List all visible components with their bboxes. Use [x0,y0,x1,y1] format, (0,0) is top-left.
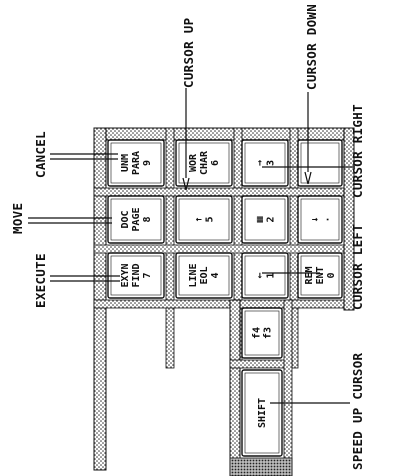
row-divider [94,188,352,196]
key-exyn-find-7-text-2: 7 [142,272,153,278]
lower-left-rail [230,300,240,476]
key-wor-char-6-text-1: CHAR [199,150,210,175]
key-f4-f3-text-1: f3 [263,327,274,339]
key-rem-ent-0-text-0: REM [304,266,315,284]
key-right-arrow-3[interactable]: →3 [242,140,288,186]
cursor-right-label: CURSOR RIGHT [350,104,365,198]
key-center-2[interactable]: ▦2 [242,196,288,243]
key-f4-f3-text-0: f4 [252,327,263,339]
key-doc-page-8-text-0: DOC [120,210,131,228]
key-line-eol-4-text-2: 4 [210,272,221,278]
bottom-edge [230,458,292,476]
key-up-arrow-5-text-0: ↑ [194,216,205,222]
speed-up-cursor-label: SPEED UP CURSOR [350,352,365,470]
key-wor-char-6-text-0: WOR [188,153,199,172]
move-label: MOVE [10,203,25,234]
key-unm-para-9-text-1: PARA [131,151,142,175]
cursor-down-label: CURSOR DOWN [304,4,319,90]
execute-label: EXECUTE [33,253,48,308]
key-line-eol-4-text-1: EOL [199,266,210,284]
key-line-eol-4-text-0: LINE [188,263,199,287]
key-rem-ent-0-text-1: ENT [315,266,326,284]
row-divider [94,245,352,253]
key-up-arrow-5[interactable]: ↑5 [176,196,232,243]
row-divider [94,300,352,308]
key-exyn-find-7-text-1: FIND [131,263,142,287]
key-unm-para-9-text-0: UNM [120,154,131,172]
key-right-arrow-3-text-0: → [255,160,266,166]
key-up-arrow-5-text-1: 5 [205,216,216,222]
keypad-left-rail [94,128,106,470]
cancel-label: CANCEL [33,131,48,178]
key-shift-text-0: SHIFT [257,398,268,428]
key-unm-para-9-text-2: 9 [142,160,153,166]
key-down-arrow-dot-text-1: . [321,216,332,222]
key-right-arrow-3-text-1: 3 [266,160,277,166]
key-doc-page-8-text-1: PAGE [131,207,142,231]
key-down-arrow-dot[interactable]: ↓. [298,196,342,243]
key-rem-ent-0-text-2: 0 [326,272,337,278]
key-doc-page-8-text-2: 8 [142,216,153,222]
row-divider [230,360,292,368]
key-left-arrow-1[interactable]: ←1 [242,253,288,298]
keypad-top-rail [94,128,354,140]
cursor-left-label: CURSOR LEFT [350,224,365,310]
key-wor-char-6-text-2: 6 [210,160,221,166]
key-blank[interactable] [298,140,342,186]
key-center-2-text-1: 2 [266,216,277,222]
cursor-up-label: CURSOR UP [181,18,196,88]
lower-right-rail [284,300,292,476]
key-down-arrow-dot-text-0: ↓ [310,216,321,222]
key-shift[interactable]: SHIFT [242,370,282,456]
key-center-2-text-0: ▦ [255,216,266,222]
key-exyn-find-7-text-0: EXYN [120,263,131,287]
